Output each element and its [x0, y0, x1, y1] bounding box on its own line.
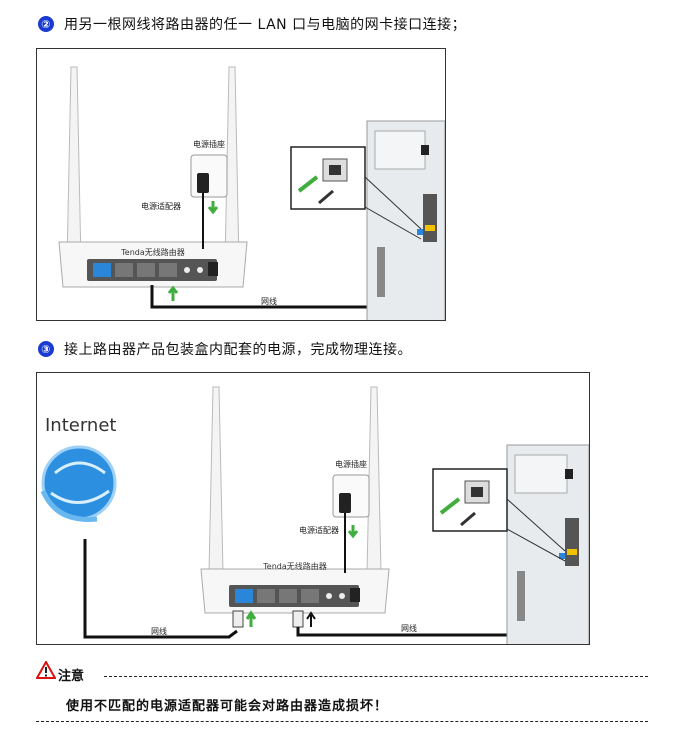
step-2-text: 用另一根网线将路由器的任一 LAN 口与电脑的网卡接口连接；: [64, 17, 467, 33]
figure-full-connection: Internet 网线 Tenda无线路由器 电: [36, 372, 590, 645]
adapter-label: 电源适配器: [299, 525, 339, 535]
router-label: Tenda无线路由器: [262, 561, 327, 571]
step-3-text: 接上路由器产品包装盒内配套的电源，完成物理连接。: [64, 342, 412, 358]
cable-label-left: 网线: [151, 626, 167, 636]
wan-plug: [232, 610, 244, 628]
internet-label: Internet: [45, 415, 116, 436]
step-number-3: ③: [38, 341, 54, 357]
down-arrow-icon: [207, 201, 219, 215]
divider-bottom: [36, 721, 648, 722]
figure-lan-to-pc: Tenda无线路由器 电源插座 电源适配器 网线: [36, 48, 446, 321]
router-antenna-left: [66, 66, 82, 265]
warning-icon: [36, 661, 56, 679]
cable-label-right: 网线: [401, 623, 417, 633]
router-label: Tenda无线路由器: [120, 247, 185, 257]
wan-cable: [83, 539, 238, 639]
adapter-label: 电源适配器: [141, 201, 181, 211]
note-title: 注意: [58, 669, 85, 684]
down-arrow-icon: [347, 525, 359, 539]
step-2-heading: ② 用另一根网线将路由器的任一 LAN 口与电脑的网卡接口连接；: [38, 14, 466, 34]
insert-arrow-icon: [297, 175, 319, 193]
up-arrow-icon: [245, 610, 257, 627]
insert-arrow-icon: [439, 497, 461, 515]
router-antenna-left: [208, 386, 224, 574]
pc-tower: [506, 444, 589, 644]
pc-tower: [366, 120, 445, 320]
divider-top: [104, 676, 648, 677]
cable-label: 网线: [261, 296, 277, 306]
note-box: 注意: [36, 661, 648, 684]
power-socket: 电源插座 电源适配器: [141, 139, 228, 249]
nic-port-callout: [290, 146, 422, 240]
power-socket: 电源插座 电源适配器: [299, 459, 370, 573]
router: Tenda无线路由器: [58, 241, 248, 288]
note-text: 使用不匹配的电源适配器可能会对路由器造成损坏！: [66, 699, 389, 714]
power-socket-label: 电源插座: [335, 459, 367, 469]
nic-port-callout: [432, 468, 566, 562]
step-number-2: ②: [38, 16, 54, 32]
up-arrow-icon: [167, 285, 179, 301]
internet-globe-icon: [40, 445, 117, 522]
power-socket-label: 电源插座: [193, 139, 225, 149]
lan-plug: [292, 610, 304, 628]
step-3-heading: ③ 接上路由器产品包装盒内配套的电源，完成物理连接。: [38, 339, 412, 359]
router: Tenda无线路由器: [200, 561, 390, 614]
